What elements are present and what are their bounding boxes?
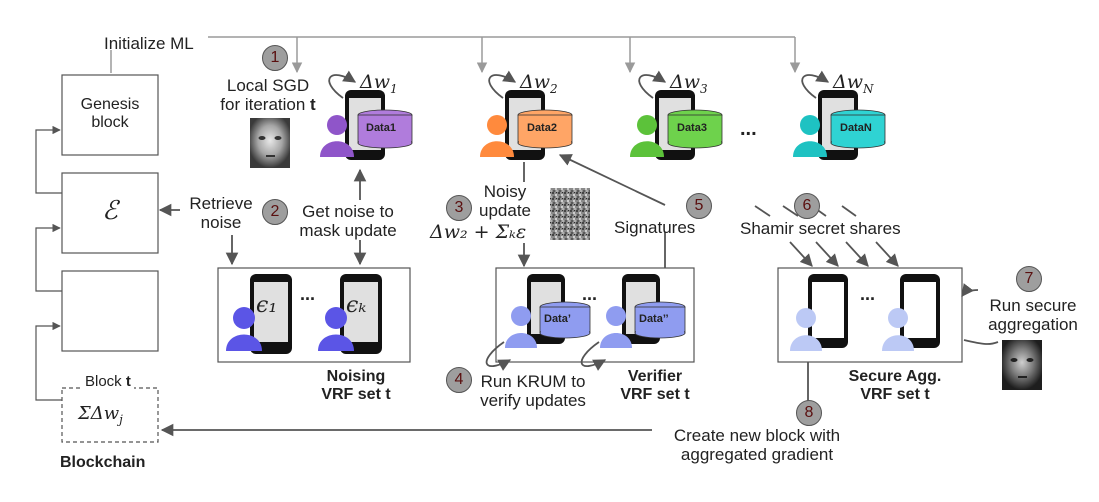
secure-group-label: Secure Agg. VRF set t — [848, 368, 942, 403]
noisy-update-math: Δw₂ + Σₖε — [430, 221, 527, 243]
client-n — [793, 70, 886, 160]
noising-phone-1 — [226, 274, 292, 354]
verifier-phone-1 — [485, 274, 591, 371]
local-sgd-label: Local SGD for iteration t — [220, 76, 316, 115]
retrieve-noise-arrows — [158, 168, 367, 266]
step-badge-4: 4 — [446, 367, 472, 393]
blockchain-label: Blockchain — [60, 454, 146, 471]
client-3 — [630, 70, 723, 160]
verifier-group-label: Verifier VRF set t — [620, 368, 690, 403]
empty-block — [61, 270, 159, 352]
create-block-arrow — [700, 362, 809, 431]
step-badge-8: 8 — [796, 400, 822, 426]
block-t — [61, 387, 159, 443]
epsilon-block-label: ℰ — [102, 196, 118, 226]
step-badge-6: 6 — [794, 193, 820, 219]
secure-phone-1 — [790, 274, 848, 351]
client-n-delta: ΔwN — [833, 71, 874, 96]
noisy-update-label: Noisy update — [479, 182, 531, 221]
step-badge-3: 3 — [446, 195, 472, 221]
client-n-data: DataN — [840, 122, 872, 134]
noising-group-label: Noising VRF set t — [321, 368, 391, 403]
get-noise-label: Get noise to mask update — [299, 202, 397, 241]
shamir-arrows — [754, 205, 899, 267]
verifier-data-2: Data’’ — [639, 313, 669, 325]
step-badge-2: 2 — [262, 199, 288, 225]
client-3-data: Data3 — [677, 122, 707, 134]
secure-ellipsis: ... — [860, 284, 876, 304]
face-image-right — [1002, 340, 1042, 390]
face-image-top — [250, 118, 290, 168]
genesis-block-label: Genesis block — [80, 96, 140, 131]
create-block-label: Create new block with aggregated gradien… — [652, 426, 862, 465]
verifier-data-1: Data’ — [544, 313, 571, 325]
step-badge-1: 1 — [262, 45, 288, 71]
client-1-data: Data1 — [366, 122, 396, 134]
noising-phone-k — [318, 274, 382, 354]
block-t-sum: ΣΔwj — [78, 403, 123, 427]
init-connector — [110, 36, 801, 74]
noising-ellipsis: ... — [300, 284, 316, 304]
face-image-top-features — [258, 136, 282, 157]
verifier-phone-2 — [580, 274, 686, 371]
client-1 — [320, 70, 413, 160]
epsilon-block — [61, 172, 159, 254]
face-image-right-features — [1010, 358, 1034, 378]
noise-image — [550, 188, 590, 240]
secure-agg-label: Run secure aggregation — [988, 296, 1078, 335]
step-badge-5: 5 — [686, 193, 712, 219]
client-3-delta: Δw3 — [670, 71, 708, 96]
init-ml-label: Initialize ML — [104, 34, 194, 53]
block-t-label: Block t — [82, 373, 134, 391]
client-2-data: Data2 — [527, 122, 557, 134]
secure-phone-2 — [882, 274, 940, 351]
client-2-delta: Δw2 — [520, 71, 558, 96]
genesis-block — [61, 74, 159, 156]
signatures-label: Signatures — [614, 218, 696, 237]
client-1-delta: Δw1 — [360, 71, 398, 96]
blockchain-column — [35, 74, 159, 443]
verifier-ellipsis: ... — [582, 284, 598, 304]
clients-ellipsis: ... — [740, 118, 757, 140]
step-badge-7: 7 — [1016, 266, 1042, 292]
krum-label: Run KRUM to verify updates — [480, 372, 586, 411]
shamir-label: Shamir secret shares — [740, 219, 901, 238]
secure-agg-loop — [963, 339, 999, 345]
noising-eps-k: ϵₖ — [346, 293, 367, 318]
noising-eps-1: ϵ₁ — [256, 293, 278, 318]
client-2 — [480, 70, 573, 160]
retrieve-noise-label: Retrieve noise — [189, 194, 253, 233]
